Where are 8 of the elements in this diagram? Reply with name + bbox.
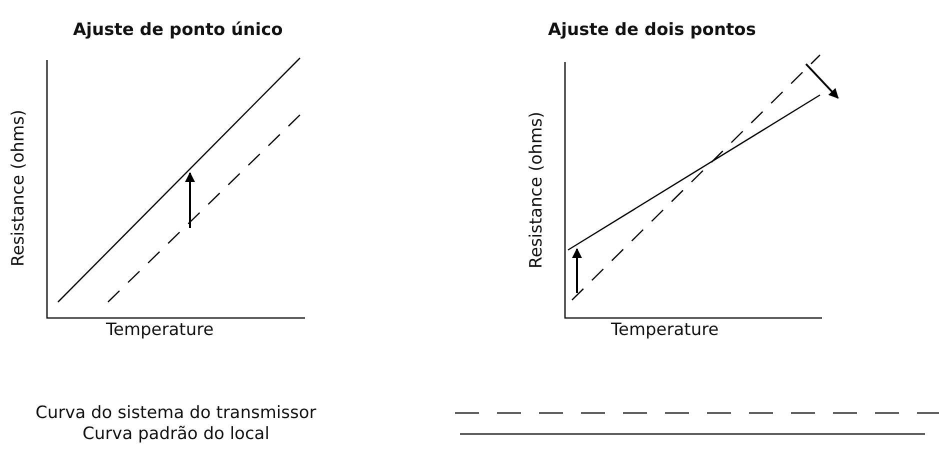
axis-label: Resistance (ohms) (8, 110, 28, 266)
axis-label: Resistance (ohms) (526, 112, 546, 268)
legend-label: Curva padrão do local (82, 424, 270, 444)
legend-label: Curva do sistema do transmissor (36, 403, 316, 423)
chart-title: Ajuste de dois pontos (548, 20, 756, 40)
axis-label: Temperature (611, 320, 719, 340)
chart-title: Ajuste de ponto único (73, 20, 283, 40)
axis-label: Temperature (106, 320, 214, 340)
